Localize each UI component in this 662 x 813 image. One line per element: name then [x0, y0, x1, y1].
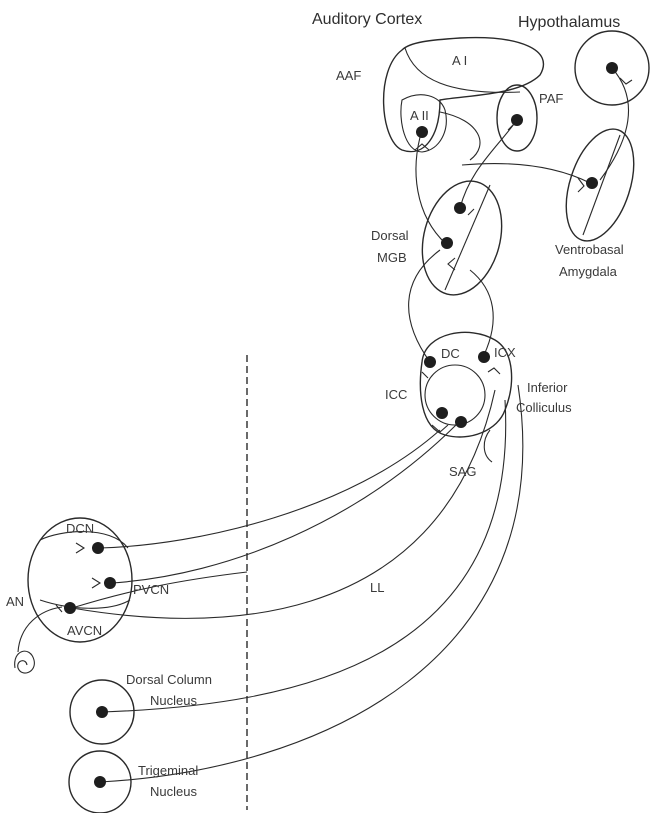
label-icx: ICX — [494, 345, 516, 360]
neuron-dcn — [92, 542, 104, 554]
label-an: AN — [6, 594, 24, 609]
label-sag: SAG — [449, 464, 476, 479]
label-dc: DC — [441, 346, 460, 361]
synapse-avcn — [56, 605, 62, 612]
label-colliculus: Colliculus — [516, 400, 572, 415]
label-paf: PAF — [539, 91, 563, 106]
label-inferior: Inferior — [527, 380, 568, 395]
label-dorsal-column-nucleus: Nucleus — [150, 693, 197, 708]
axon-icx-mgb — [470, 270, 493, 355]
neuron-icc-2 — [455, 416, 467, 428]
label-ai: A I — [452, 53, 467, 68]
label-dcn: DCN — [66, 521, 94, 536]
neuron-mgb-2 — [441, 237, 453, 249]
synapse-mgb-1 — [468, 209, 474, 215]
mgb-divider — [445, 185, 490, 290]
label-amygdala: Amygdala — [559, 264, 618, 279]
label-ventrobasal: Ventrobasal — [555, 242, 624, 257]
label-trigeminal-nucleus: Nucleus — [150, 784, 197, 799]
label-ll: LL — [370, 580, 384, 595]
neuron-amygdala — [586, 177, 598, 189]
axon-hypothalamus-amygdala — [600, 68, 629, 180]
label-auditory-cortex: Auditory Cortex — [312, 11, 422, 28]
neuron-trigeminal — [94, 776, 106, 788]
label-dorsal-column: Dorsal Column — [126, 672, 212, 687]
synapses — [56, 78, 632, 612]
auditory-nerve — [18, 607, 62, 652]
synapse-dcn — [76, 543, 84, 553]
label-icc: ICC — [385, 387, 407, 402]
neuron-dc — [424, 356, 436, 368]
axon-dcn-ic — [100, 430, 440, 548]
label-pvcn: PVCN — [133, 582, 169, 597]
neuron-paf — [511, 114, 523, 126]
label-trigeminal: Trigeminal — [138, 763, 198, 778]
mgb-region — [410, 172, 513, 304]
axon-dorsal-column-ic — [102, 400, 506, 712]
neuron-pvcn — [104, 577, 116, 589]
label-aaf: AAF — [336, 68, 361, 83]
neuron-mgb-1 — [454, 202, 466, 214]
synapse-icx — [488, 368, 500, 374]
label-aii: A II — [410, 108, 429, 123]
sag-region — [484, 430, 492, 462]
neuron-dorsal-column — [96, 706, 108, 718]
neuron-icc-1 — [436, 407, 448, 419]
synapse-dc — [422, 372, 428, 378]
axon-mgb-aii — [416, 130, 446, 244]
neuron-avcn — [64, 602, 76, 614]
cochlea-spiral — [15, 651, 35, 673]
icc-region — [425, 365, 485, 425]
neuron-hypothalamus — [606, 62, 618, 74]
synapse-pvcn — [92, 578, 100, 588]
amygdala-region — [554, 121, 647, 250]
synapse-paf — [508, 124, 514, 130]
axon-pvcn-ic — [112, 425, 456, 583]
neuron-aii — [416, 126, 428, 138]
label-avcn: AVCN — [67, 623, 102, 638]
label-mgb: MGB — [377, 250, 407, 265]
label-dorsal: Dorsal — [371, 228, 409, 243]
neuron-icx — [478, 351, 490, 363]
label-hypothalamus: Hypothalamus — [518, 14, 620, 31]
